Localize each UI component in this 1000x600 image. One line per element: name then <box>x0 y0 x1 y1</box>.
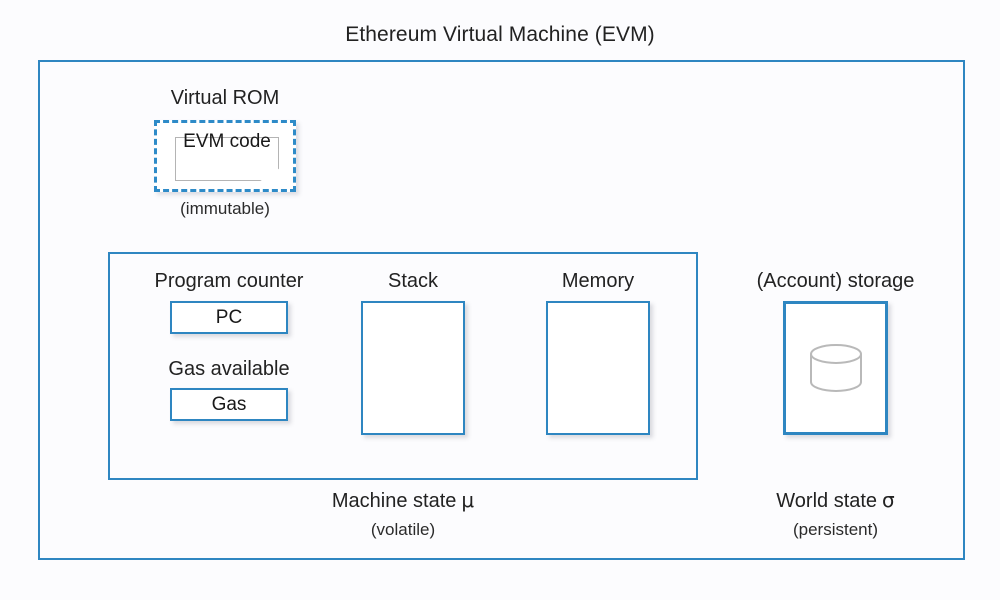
program-counter-value: PC <box>215 307 243 328</box>
machine-state-container <box>108 252 698 480</box>
stack-box <box>361 301 465 435</box>
virtual-rom-dashed-container: EVM code <box>154 120 296 192</box>
memory-box <box>546 301 650 435</box>
database-cylinder-icon <box>809 344 862 392</box>
gas-available-value: Gas <box>211 394 247 415</box>
machine-state-caption-text: Machine state <box>331 490 457 512</box>
gas-available-label: Gas available <box>168 358 290 380</box>
gas-available-box: Gas <box>170 388 288 421</box>
world-state-caption-text: World state <box>776 490 878 512</box>
machine-state-symbol-mu: μ <box>461 488 475 512</box>
virtual-rom-sublabel: (immutable) <box>180 199 270 218</box>
account-storage-box <box>783 301 888 435</box>
diagram-title: Ethereum Virtual Machine (EVM) <box>345 23 655 46</box>
program-counter-box: PC <box>170 301 288 334</box>
virtual-rom-label: Virtual ROM <box>170 87 280 109</box>
memory-label: Memory <box>561 270 635 292</box>
world-state-sublabel: (persistent) <box>792 520 879 539</box>
program-counter-label: Program counter <box>154 270 304 292</box>
account-storage-label: (Account) storage <box>756 270 915 292</box>
stack-label: Stack <box>387 270 439 292</box>
world-state-symbol-sigma: σ <box>882 488 895 512</box>
evm-code-label: EVM code <box>183 131 271 152</box>
evm-outer-frame <box>38 60 965 560</box>
machine-state-sublabel: (volatile) <box>370 520 436 539</box>
evm-code-document-icon <box>175 137 279 181</box>
